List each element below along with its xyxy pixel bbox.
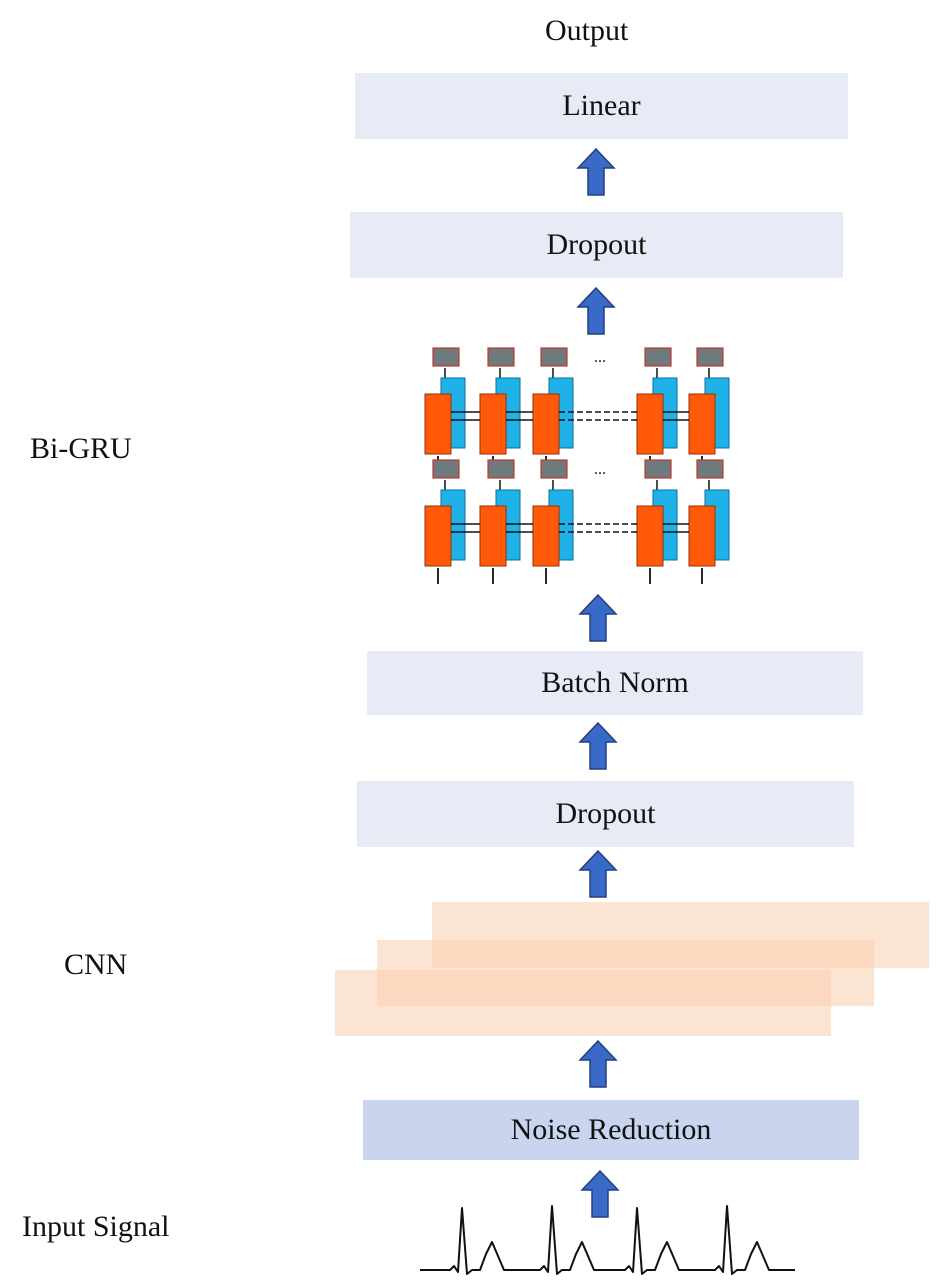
bigru-cell-grid: ...... xyxy=(424,347,730,584)
gru-cell-forward xyxy=(424,393,452,455)
linear-block: Linear xyxy=(355,73,848,139)
arrow-icon xyxy=(578,1039,618,1088)
gru-ellipsis: ... xyxy=(594,349,606,366)
output-label: Output xyxy=(545,14,629,47)
gru-output-node xyxy=(696,347,724,367)
cnn-label: CNN xyxy=(64,948,128,981)
gru-output-node xyxy=(540,347,568,367)
gru-cell-forward xyxy=(688,505,716,567)
gru-cell-forward xyxy=(688,393,716,455)
linear-label: Linear xyxy=(562,89,641,122)
gru-cell-forward xyxy=(479,393,507,455)
noise-reduction-block: Noise Reduction xyxy=(363,1100,859,1160)
arrow-icon xyxy=(578,849,618,898)
noise-reduction-label: Noise Reduction xyxy=(510,1113,712,1146)
dropout-bottom-label: Dropout xyxy=(555,797,656,830)
gru-cell-forward xyxy=(636,393,664,455)
gru-ellipsis: ... xyxy=(594,461,606,478)
gru-cell-forward xyxy=(636,505,664,567)
dropout-top-label: Dropout xyxy=(546,228,647,261)
arrow-icon xyxy=(580,1169,620,1218)
input-signal-label: Input Signal xyxy=(22,1210,170,1243)
gru-output-node xyxy=(487,459,515,479)
cnn-layer-front xyxy=(335,970,831,1036)
dropout-block-bottom: Dropout xyxy=(357,781,854,847)
bigru-label: Bi-GRU xyxy=(30,432,132,465)
gru-output-node xyxy=(696,459,724,479)
gru-output-node xyxy=(487,347,515,367)
gru-output-node xyxy=(644,347,672,367)
dropout-block-top: Dropout xyxy=(350,212,843,278)
arrow-icon xyxy=(576,286,616,335)
gru-cell-forward xyxy=(424,505,452,567)
batch-norm-label: Batch Norm xyxy=(541,666,689,699)
gru-cell-forward xyxy=(479,505,507,567)
gru-output-node xyxy=(432,347,460,367)
gru-output-node xyxy=(644,459,672,479)
batch-norm-block: Batch Norm xyxy=(367,651,863,715)
arrow-icon xyxy=(576,147,616,196)
gru-output-node xyxy=(540,459,568,479)
arrow-icon xyxy=(578,721,618,770)
gru-cell-forward xyxy=(532,505,560,567)
gru-cell-forward xyxy=(532,393,560,455)
ecg-signal-waveform xyxy=(420,1205,795,1275)
arrow-icon xyxy=(578,593,618,642)
gru-output-node xyxy=(432,459,460,479)
